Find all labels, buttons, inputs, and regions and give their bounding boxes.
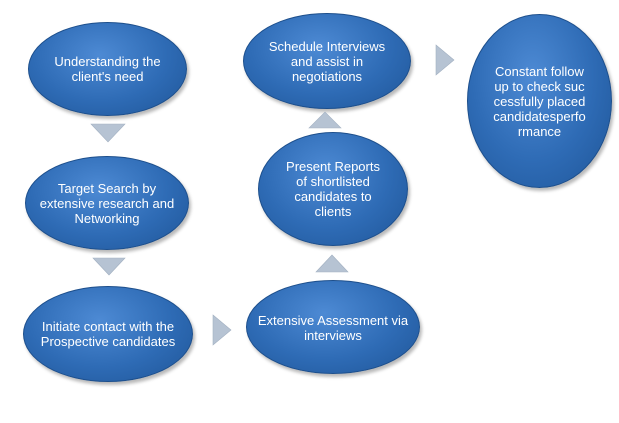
node-understanding-need: Understanding the client's need xyxy=(28,22,187,116)
node-label: Schedule Interviews and assist in negoti… xyxy=(268,38,386,84)
node-extensive-assessment: Extensive Assessment via interviews xyxy=(246,280,420,374)
arrow-right-icon xyxy=(435,44,455,76)
arrow-right-icon xyxy=(212,314,232,346)
node-label: Target Search by extensive research and … xyxy=(39,180,175,226)
arrow-down-icon xyxy=(92,257,126,276)
node-label: Constant follow up to check successfully… xyxy=(493,63,586,139)
node-label: Initiate contact with the Prospective ca… xyxy=(40,319,176,349)
node-schedule-interviews: Schedule Interviews and assist in negoti… xyxy=(243,13,411,109)
node-constant-follow-up: Constant follow up to check successfully… xyxy=(467,14,612,188)
arrow-up-icon xyxy=(308,111,342,129)
node-present-reports: Present Reports of shortlisted candidate… xyxy=(258,132,408,246)
node-label: Understanding the client's need xyxy=(54,54,161,84)
node-label: Extensive Assessment via interviews xyxy=(257,313,409,343)
node-label: Present Reports of shortlisted candidate… xyxy=(286,159,380,219)
arrow-up-icon xyxy=(315,254,349,273)
arrow-down-icon xyxy=(90,123,126,143)
node-target-search: Target Search by extensive research and … xyxy=(25,156,189,250)
node-initiate-contact: Initiate contact with the Prospective ca… xyxy=(23,286,193,382)
